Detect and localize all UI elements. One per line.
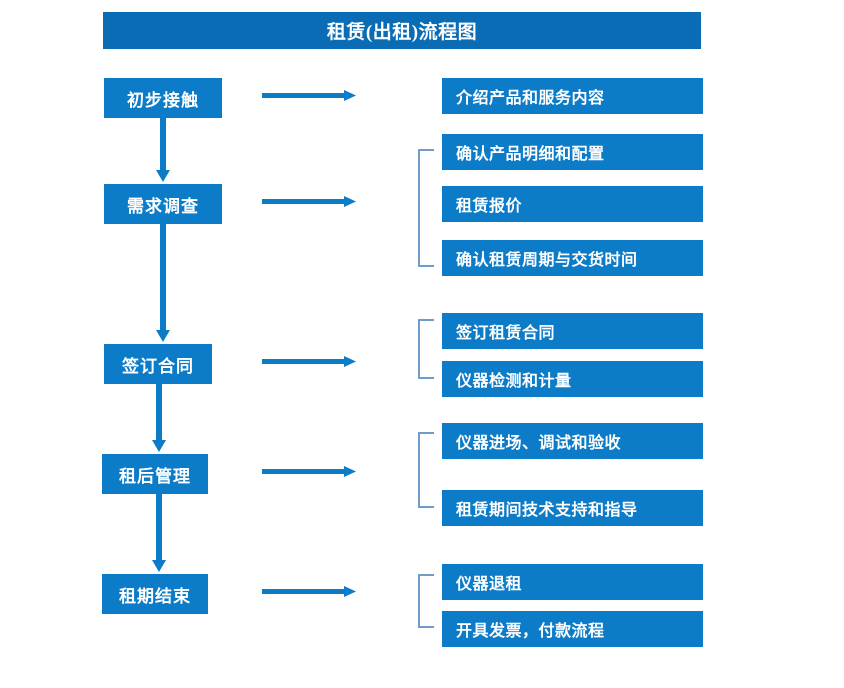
- detail-box-3[interactable]: 租赁报价: [442, 186, 703, 222]
- stage-box-3[interactable]: 签订合同: [104, 344, 212, 384]
- stage-box-2[interactable]: 需求调查: [104, 184, 222, 224]
- horizontal-arrow-3: [262, 353, 358, 371]
- vertical-arrow-2: [154, 224, 172, 344]
- detail-box-1[interactable]: 介绍产品和服务内容: [442, 78, 703, 114]
- detail-box-5[interactable]: 签订租赁合同: [442, 313, 703, 349]
- horizontal-arrow-4: [262, 463, 358, 481]
- vertical-arrow-1: [154, 118, 172, 184]
- horizontal-arrow-1: [262, 87, 358, 105]
- stage-box-1[interactable]: 初步接触: [104, 78, 222, 118]
- group-bracket-3: [418, 432, 434, 508]
- horizontal-arrow-5: [262, 583, 358, 601]
- group-bracket-2: [418, 319, 434, 379]
- horizontal-arrow-2: [262, 193, 358, 211]
- detail-box-8[interactable]: 租赁期间技术支持和指导: [442, 490, 703, 526]
- stage-box-5[interactable]: 租期结束: [102, 574, 208, 614]
- group-bracket-1: [418, 149, 434, 267]
- page-title: 租赁(出租)流程图: [103, 12, 701, 49]
- detail-box-9[interactable]: 仪器退租: [442, 564, 703, 600]
- detail-box-7[interactable]: 仪器进场、调试和验收: [442, 423, 703, 459]
- group-bracket-4: [418, 574, 434, 628]
- detail-box-6[interactable]: 仪器检测和计量: [442, 361, 703, 397]
- detail-box-4[interactable]: 确认租赁周期与交货时间: [442, 240, 703, 276]
- stage-box-4[interactable]: 租后管理: [102, 454, 208, 494]
- vertical-arrow-3: [150, 384, 168, 454]
- detail-box-2[interactable]: 确认产品明细和配置: [442, 134, 703, 170]
- detail-box-10[interactable]: 开具发票，付款流程: [442, 611, 703, 647]
- vertical-arrow-4: [150, 494, 168, 574]
